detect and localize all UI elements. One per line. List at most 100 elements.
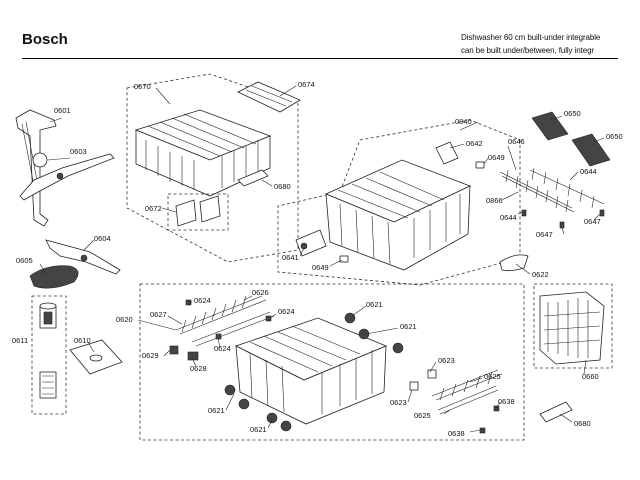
clip-drawing-0628 (187, 351, 199, 361)
wheel-bracket-drawing (295, 229, 327, 257)
wheel-drawing (300, 242, 308, 250)
part-label-0627-fold-tines: 0627 (150, 310, 167, 319)
part-label-0641-wheel-bracket: 0641 (282, 253, 299, 262)
fitting-drawing-2 (559, 221, 565, 229)
part-label-0605-cover: 0605 (16, 256, 33, 265)
wheel-drawing-0621-f (266, 412, 278, 424)
upper-handle-drawing (237, 169, 269, 187)
fold-tine-drawing-1 (175, 295, 267, 335)
fitting-drawing-3 (599, 209, 605, 217)
part-label-0621-wheel-a: 0621 (366, 300, 383, 309)
part-label-0601-spray-arm: 0601 (54, 106, 71, 115)
rack-rail-drawing (435, 141, 459, 165)
connector-drawing-0623-a (427, 369, 437, 379)
fitting-drawing-1 (521, 209, 527, 217)
header-rule (22, 58, 618, 59)
part-label-0646-fold-rack: 0646 (508, 137, 525, 146)
top-rack-drawing (324, 159, 472, 271)
part-label-0840-top-rack: 0840 (455, 117, 472, 126)
part-label-0642-rail: 0642 (466, 139, 483, 148)
clip-drawing-2 (199, 195, 221, 223)
part-label-0680-basket-handle: 0680 (574, 419, 591, 428)
cutlery-tray-drawing (237, 81, 301, 113)
part-label-0623-connector-b: 0623 (390, 398, 407, 407)
part-label-0649-lock-lower: 0649 (312, 263, 329, 272)
part-label-0638-fitting-b: 0638 (448, 429, 465, 438)
clip-drawing-0629 (169, 345, 179, 355)
part-label-0625-tines-a: 0625 (484, 372, 501, 381)
upper-basket-group-outline (126, 73, 299, 263)
part-label-0626-fold-tines: 0626 (252, 288, 269, 297)
fitting-drawing-0638-b (479, 427, 486, 434)
tine-drawing-0625 (431, 369, 503, 401)
part-label-0644-fitting-upper: 0644 (580, 167, 597, 176)
part-label-0624-clip-a: 0624 (194, 296, 211, 305)
tine-row-drawing-1 (531, 111, 569, 141)
part-label-0603-spray-arm: 0603 (70, 147, 87, 156)
filter-group-outline (31, 295, 67, 415)
upper-basket-drawing (134, 109, 272, 197)
clip-drawing-0624c (215, 333, 222, 340)
wheel-drawing-0621-d (224, 384, 236, 396)
wheel-drawing-0621-b (358, 328, 370, 340)
part-label-0620-lower-rack: 0620 (116, 315, 133, 324)
fold-tine-drawing-2 (191, 311, 275, 347)
rack-lock-drawing-2 (475, 161, 485, 169)
rack-handle-drawing (499, 254, 529, 272)
part-label-0621-wheel-c: 0621 (208, 406, 225, 415)
wheel-drawing-0621-c (392, 342, 404, 354)
fitting-drawing-0638-a (493, 405, 500, 412)
rack-lock-drawing (339, 255, 349, 263)
part-label-0674-cutlery-tray: 0674 (298, 80, 315, 89)
part-label-0650-tine-row-1: 0650 (564, 109, 581, 118)
cutlery-basket-drawing (539, 291, 605, 365)
tine-row-drawing-2 (571, 133, 611, 167)
part-label-0647-fitting-right: 0647 (584, 217, 601, 226)
basket-handle-drawing (539, 401, 573, 423)
part-label-0670-upper-basket: 0670 (134, 82, 151, 91)
part-label-0624-clip-c: 0624 (214, 344, 231, 353)
wheel-drawing-0621-a (344, 312, 356, 324)
part-label-0644-fitting-lower: 0644 (500, 213, 517, 222)
part-label-0604-lower-spray-arm: 0604 (94, 234, 111, 243)
part-label-0650-tine-row-2: 0650 (606, 132, 623, 141)
part-label-0623-connector-a: 0623 (438, 356, 455, 365)
cutlery-basket-group-outline (533, 283, 613, 369)
part-label-0610-filter-plate: 0610 (74, 336, 91, 345)
lower-rack-drawing (234, 317, 388, 425)
spray-arm-assembly-drawing (15, 109, 115, 227)
lower-rack-group-outline (139, 283, 525, 441)
fold-down-rack-drawing-2 (529, 167, 605, 209)
clip-drawing-0624b (265, 315, 272, 322)
connector-drawing-0623-b (409, 381, 419, 391)
part-label-0672-clips: 0672 (145, 204, 162, 213)
brand-title: Bosch (22, 31, 68, 48)
part-label-0621-wheel-d: 0621 (250, 425, 267, 434)
part-label-0866-fold-rack: 0866 (486, 196, 503, 205)
part-label-0638-fitting-a: 0638 (498, 397, 515, 406)
lower-spray-arm-drawing (45, 239, 121, 275)
part-label-0624-clip-b: 0624 (278, 307, 295, 316)
top-rack-group-outline (277, 119, 521, 286)
spray-cover-drawing (29, 265, 79, 289)
part-label-0649-lock-upper: 0649 (488, 153, 505, 162)
part-label-0625-tines-b: 0625 (414, 411, 431, 420)
appliance-description-line-1: Dishwasher 60 cm built-under integrable (461, 33, 601, 42)
part-label-0680-upper-handle: 0680 (274, 182, 291, 191)
leader-lines (39, 85, 605, 433)
clip-set-box (167, 193, 229, 231)
filter-drawing (39, 302, 123, 399)
part-labels: 0601 0603 0604 0605 0610 0611 0670 0674 … (12, 80, 623, 438)
part-label-0628-clip: 0628 (190, 364, 207, 373)
fold-down-rack-drawing (499, 169, 575, 213)
appliance-description-line-2: can be built under/between, fully integr (461, 46, 594, 55)
clip-drawing-0624a (185, 299, 192, 306)
part-label-0611-filter: 0611 (12, 336, 28, 345)
part-label-0622-rack-handle: 0622 (532, 270, 549, 279)
part-label-0647-fitting-lower: 0647 (536, 230, 553, 239)
part-label-0621-wheel-b: 0621 (400, 322, 417, 331)
clip-drawing-1 (175, 199, 197, 227)
wheel-drawing-0621-g (280, 420, 292, 432)
part-label-0660-cutlery-basket: 0660 (582, 372, 599, 381)
